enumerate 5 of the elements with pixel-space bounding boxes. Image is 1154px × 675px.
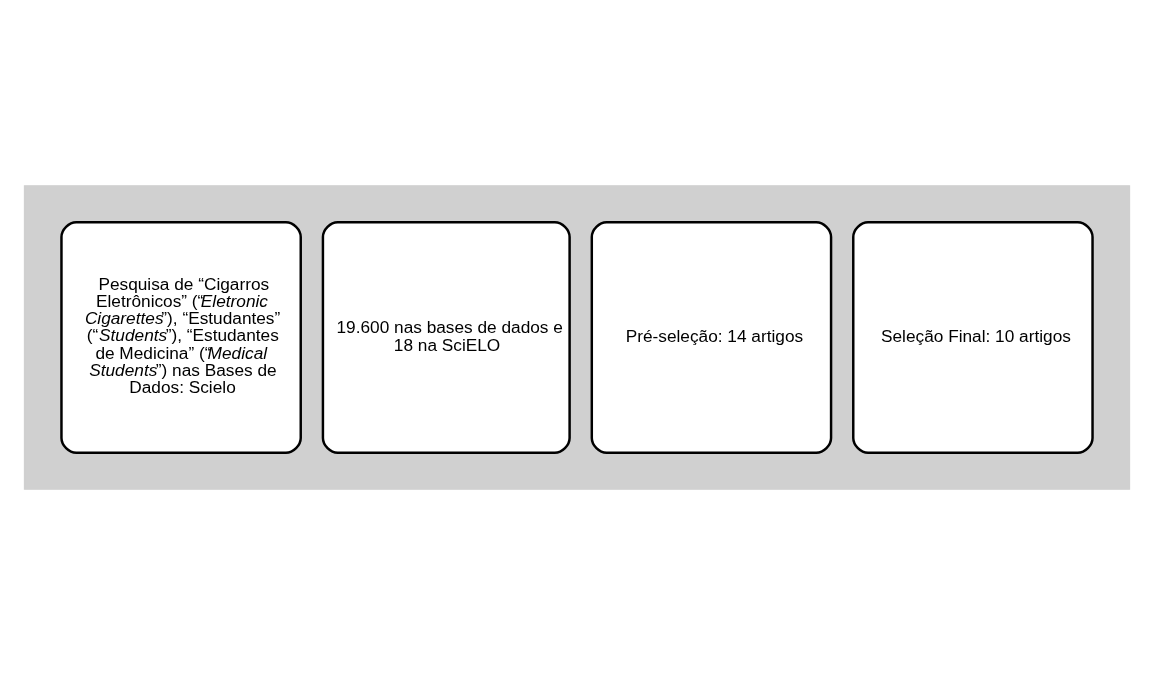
node-box: Pré-seleção: 14 artigos [590, 220, 833, 455]
node-box: Pesquisa de “Cigarros Eletrônicos” (“Eletronic Cigarettes”), “Estudantes” (“Students”), “Estudantes de Medicina” (“Medical Students”) nas Bases de Dados: Scielo [60, 220, 302, 455]
cluster [23, 185, 1131, 490]
node-box: 19.600 nas bases de dados e 18 na SciELO [321, 220, 571, 455]
node-box: Seleção Final: 10 artigos [852, 220, 1094, 455]
